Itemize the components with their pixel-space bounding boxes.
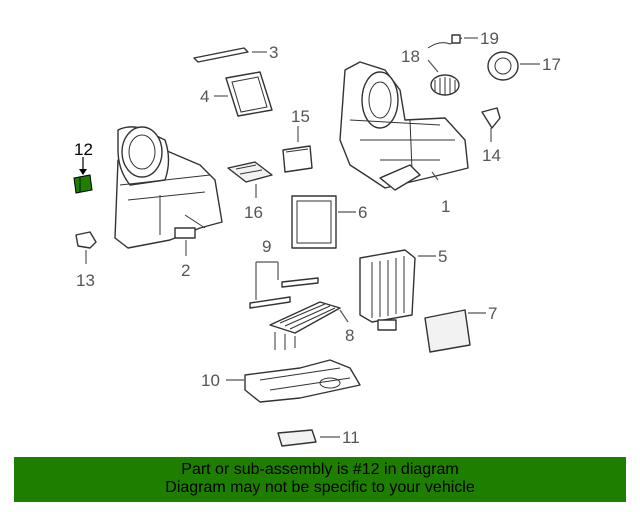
- callout-18[interactable]: 18: [401, 47, 420, 66]
- parts-diagram: 1 2 3 4 5 6 7 8 9 10 11 12: [73, 29, 561, 447]
- callout-2[interactable]: 2: [181, 261, 190, 280]
- callout-12[interactable]: 12: [74, 140, 93, 159]
- callout-7[interactable]: 7: [488, 304, 497, 323]
- callout-11[interactable]: 11: [342, 428, 360, 447]
- part-11-small-filter[interactable]: [277, 429, 317, 447]
- callout-4[interactable]: 4: [200, 87, 209, 106]
- callout-3[interactable]: 3: [269, 43, 278, 62]
- part-6-filter[interactable]: [291, 195, 337, 249]
- callout-8[interactable]: 8: [345, 326, 354, 345]
- part-2-case[interactable]: [114, 126, 223, 249]
- callout-13[interactable]: 13: [76, 271, 95, 290]
- part-3-seal[interactable]: [193, 47, 249, 63]
- part-9-seals[interactable]: [249, 277, 319, 309]
- callout-10[interactable]: 10: [201, 371, 220, 390]
- callout-14[interactable]: 14: [482, 146, 501, 165]
- part-16-plate[interactable]: [227, 161, 273, 183]
- callouts: 1 2 3 4 5 6 7 8 9 10 11 12: [74, 29, 561, 447]
- banner-line-2: Diagram may not be specific to your vehi…: [165, 479, 475, 496]
- part-18-blower-wheel[interactable]: [430, 74, 460, 96]
- callout-15[interactable]: 15: [291, 107, 310, 126]
- callout-16[interactable]: 16: [244, 203, 263, 222]
- part-5-evaporator[interactable]: [359, 249, 416, 331]
- part-4-filter-frame[interactable]: [225, 71, 273, 117]
- callout-17[interactable]: 17: [542, 55, 561, 74]
- part-10-lower-case[interactable]: [244, 359, 361, 403]
- banner-line-1: Part or sub-assembly is #12 in diagram: [181, 461, 459, 478]
- callout-6[interactable]: 6: [358, 203, 367, 222]
- part-8-heater-core[interactable]: [269, 301, 341, 350]
- callout-1[interactable]: 1: [441, 197, 450, 216]
- part-19-resistor[interactable]: [427, 34, 463, 49]
- callout-5[interactable]: 5: [438, 247, 447, 266]
- callout-19[interactable]: 19: [480, 29, 499, 48]
- selection-banner: Part or sub-assembly is #12 in diagram D…: [14, 457, 626, 502]
- part-15-module[interactable]: [282, 145, 313, 173]
- part-7-filter-pad[interactable]: [424, 309, 471, 353]
- part-17-blower-motor[interactable]: [487, 51, 519, 81]
- part-12-selected[interactable]: [73, 174, 93, 194]
- part-14-bracket[interactable]: [481, 107, 501, 129]
- callout-9[interactable]: 9: [262, 237, 271, 256]
- part-13-actuator[interactable]: [75, 231, 97, 249]
- part-1-housing[interactable]: [339, 61, 469, 191]
